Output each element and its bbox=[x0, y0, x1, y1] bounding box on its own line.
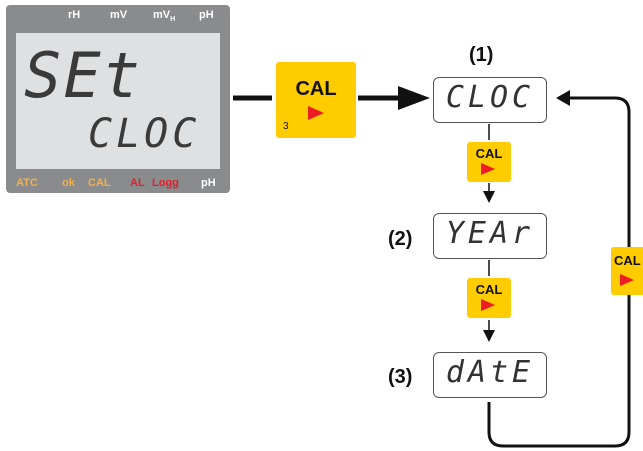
label-mvh: mVH bbox=[153, 9, 176, 24]
cal-key-main[interactable]: CAL 3 bbox=[276, 62, 356, 138]
label-rh: rH bbox=[68, 9, 81, 21]
display-cloc-text: CLOC bbox=[445, 80, 535, 115]
play-icon bbox=[481, 163, 495, 175]
label-atc: ATC bbox=[16, 177, 38, 189]
meter-display: rH mV mVH pH SEt CLOC ATC ok CAL AL Logg… bbox=[6, 5, 230, 193]
arrow-loop-back bbox=[487, 96, 631, 448]
cal-key-label: CAL bbox=[295, 78, 337, 100]
display-cloc: CLOC bbox=[433, 77, 547, 123]
display-year: YEAr bbox=[433, 213, 547, 259]
lcd-main-text: SEt bbox=[24, 39, 142, 112]
step-2-number: (2) bbox=[388, 228, 413, 250]
cal-key-step2[interactable]: CAL bbox=[467, 278, 511, 318]
cal-key-sub: 3 bbox=[283, 121, 289, 132]
arrow-key-to-cloc-head bbox=[398, 86, 430, 110]
play-icon bbox=[481, 299, 495, 311]
display-date-text: dAtE bbox=[445, 355, 535, 390]
step-1-number: (1) bbox=[469, 44, 494, 66]
cal-key-loop[interactable]: CAL bbox=[611, 247, 643, 295]
display-year-text: YEAr bbox=[445, 216, 535, 251]
label-ph-bottom: pH bbox=[201, 177, 216, 189]
label-ph: pH bbox=[199, 9, 214, 21]
label-logg: Logg bbox=[152, 177, 179, 189]
play-icon bbox=[620, 274, 634, 286]
cal-key-step1[interactable]: CAL bbox=[467, 142, 511, 182]
meter-bottom-labels: ATC ok CAL AL Logg pH bbox=[6, 171, 230, 193]
cal-key-step1-label: CAL bbox=[475, 146, 503, 161]
lcd-sub-text: CLOC bbox=[88, 111, 201, 157]
meter-top-labels: rH mV mVH pH bbox=[6, 5, 230, 27]
label-cal: CAL bbox=[88, 177, 111, 189]
lcd-screen: SEt CLOC bbox=[16, 33, 220, 169]
cal-key-step2-label: CAL bbox=[475, 282, 503, 297]
arrow-loop-back-head bbox=[556, 90, 570, 106]
cal-key-loop-label: CAL bbox=[614, 253, 641, 268]
display-date: dAtE bbox=[433, 352, 547, 398]
step-3-number: (3) bbox=[388, 366, 413, 388]
label-ok: ok bbox=[62, 177, 75, 189]
play-icon bbox=[308, 106, 324, 120]
label-mv: mV bbox=[110, 9, 128, 21]
label-al: AL bbox=[130, 177, 145, 189]
